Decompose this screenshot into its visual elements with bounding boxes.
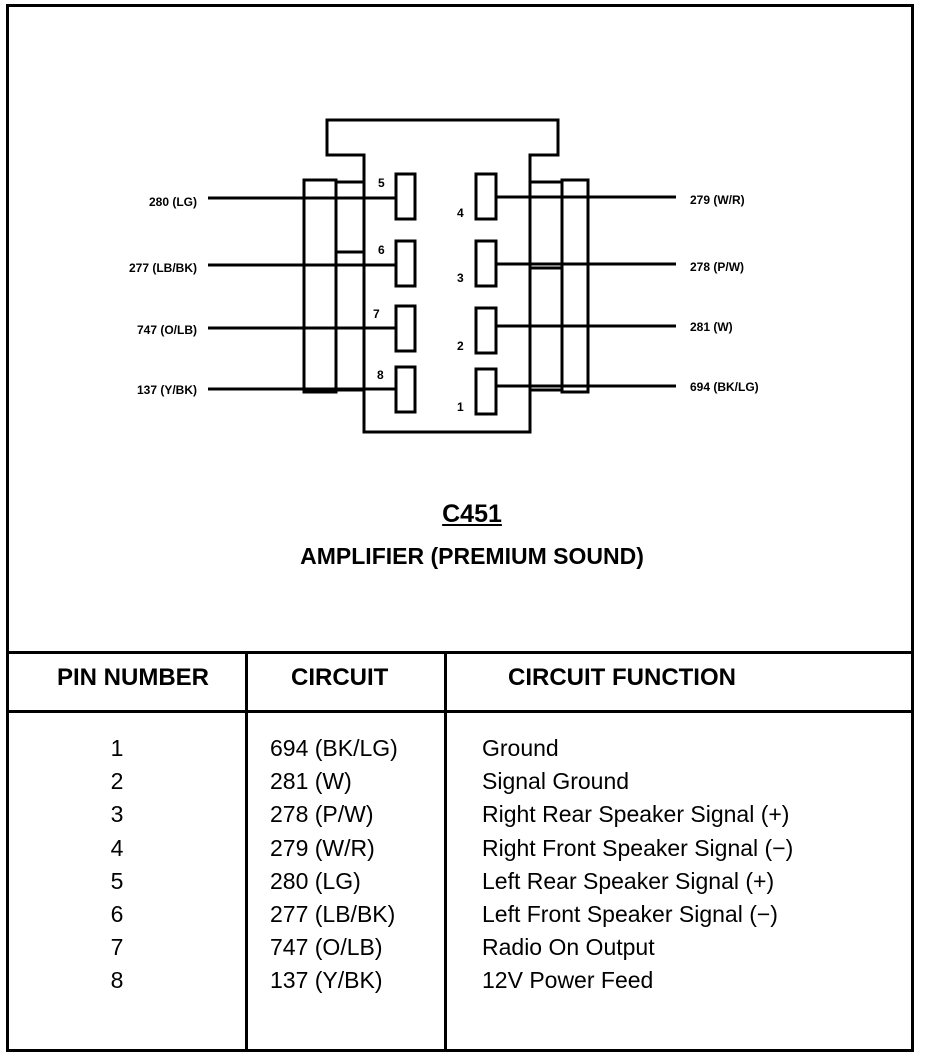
pin-number-3: 3	[457, 271, 464, 285]
wire-label-pin-7: 747 (O/LB)	[137, 323, 197, 337]
table-divider-2	[444, 652, 447, 1052]
table-cell-circuit: 747 (O/LB)	[270, 934, 383, 961]
connector-housing	[325, 118, 560, 434]
table-cell-pin: 6	[110, 900, 124, 927]
pin-number-8: 8	[377, 368, 384, 382]
pin-number-6: 6	[378, 243, 385, 257]
table-cell-circuit: 694 (BK/LG)	[270, 735, 398, 761]
header-circuit-function: CIRCUIT FUNCTION	[508, 664, 736, 691]
table-header-rule	[6, 710, 914, 713]
pin-number-7: 7	[373, 307, 380, 321]
table-cell-pin: 2	[110, 768, 124, 795]
wire-label-pin-3: 278 (P/W)	[690, 260, 744, 274]
table-cell-pin: 8	[110, 967, 124, 994]
circuit-function-column: Ground Signal Ground Right Rear Speaker …	[482, 732, 793, 998]
table-cell-circuit: 277 (LB/BK)	[270, 900, 396, 927]
wire-label-pin-1: 694 (BK/LG)	[690, 380, 759, 394]
table-cell-function: Right Rear Speaker Signal (+)	[482, 801, 790, 828]
terminal-8	[394, 365, 417, 414]
table-cell-circuit: 278 (P/W)	[270, 801, 374, 828]
wire-label-pin-6: 277 (LB/BK)	[129, 261, 197, 275]
table-divider-1	[245, 652, 248, 1052]
circuit-column: 694 (BK/LG) 281 (W) 278 (P/W) 279 (W/R) …	[270, 732, 398, 998]
table-cell-pin: 1	[110, 735, 124, 761]
pin-number-2: 2	[457, 339, 464, 353]
terminal-2	[474, 306, 498, 355]
table-cell-circuit: 137 (Y/BK)	[270, 967, 383, 994]
wire-label-pin-4: 279 (W/R)	[690, 193, 745, 207]
wire-label-pin-2: 281 (W)	[690, 320, 733, 334]
table-cell-function: Signal Ground	[482, 768, 630, 795]
table-cell-function: Left Rear Speaker Signal (+)	[482, 867, 775, 894]
table-top-rule	[6, 651, 914, 654]
terminal-4	[474, 172, 498, 221]
table-cell-pin: 5	[110, 867, 124, 894]
pin-number-4: 4	[457, 206, 464, 220]
pin-number-column: 1 2 3 4 5 6 7 8	[95, 732, 139, 998]
pin-number-5: 5	[378, 176, 385, 190]
connector-description: AMPLIFIER (PREMIUM SOUND)	[300, 543, 644, 569]
connector-id: C451	[442, 500, 502, 528]
left-harness	[302, 178, 364, 394]
table-cell-pin: 3	[110, 801, 124, 828]
table-cell-function: Left Front Speaker Signal (−)	[482, 900, 778, 927]
diagram-frame	[6, 4, 914, 1052]
wire-label-pin-8: 137 (Y/BK)	[137, 383, 197, 397]
wire-label-pin-5: 280 (LG)	[149, 195, 197, 209]
terminal-6	[394, 239, 417, 288]
connector-diagram: 5 6 7 8 4 3 2 1 280 (LG) 277 (LB/BK) 747…	[129, 118, 759, 434]
terminal-1	[474, 367, 498, 416]
table-cell-circuit: 280 (LG)	[270, 867, 361, 894]
terminal-5	[394, 172, 417, 221]
terminal-3	[474, 239, 498, 288]
table-cell-function: Ground	[482, 735, 559, 761]
table-cell-function: Radio On Output	[482, 934, 655, 961]
header-circuit: CIRCUIT	[291, 664, 389, 691]
table-cell-function: 12V Power Feed	[482, 967, 654, 994]
table-cell-function: Right Front Speaker Signal (−)	[482, 834, 794, 861]
table-cell-pin: 7	[110, 934, 124, 961]
table-cell-pin: 4	[110, 834, 124, 861]
table-cell-circuit: 281 (W)	[270, 768, 352, 795]
right-harness	[530, 178, 590, 394]
pin-number-1: 1	[457, 400, 464, 414]
header-pin-number: PIN NUMBER	[57, 664, 210, 691]
terminal-7	[394, 304, 417, 353]
table-cell-circuit: 279 (W/R)	[270, 834, 375, 861]
